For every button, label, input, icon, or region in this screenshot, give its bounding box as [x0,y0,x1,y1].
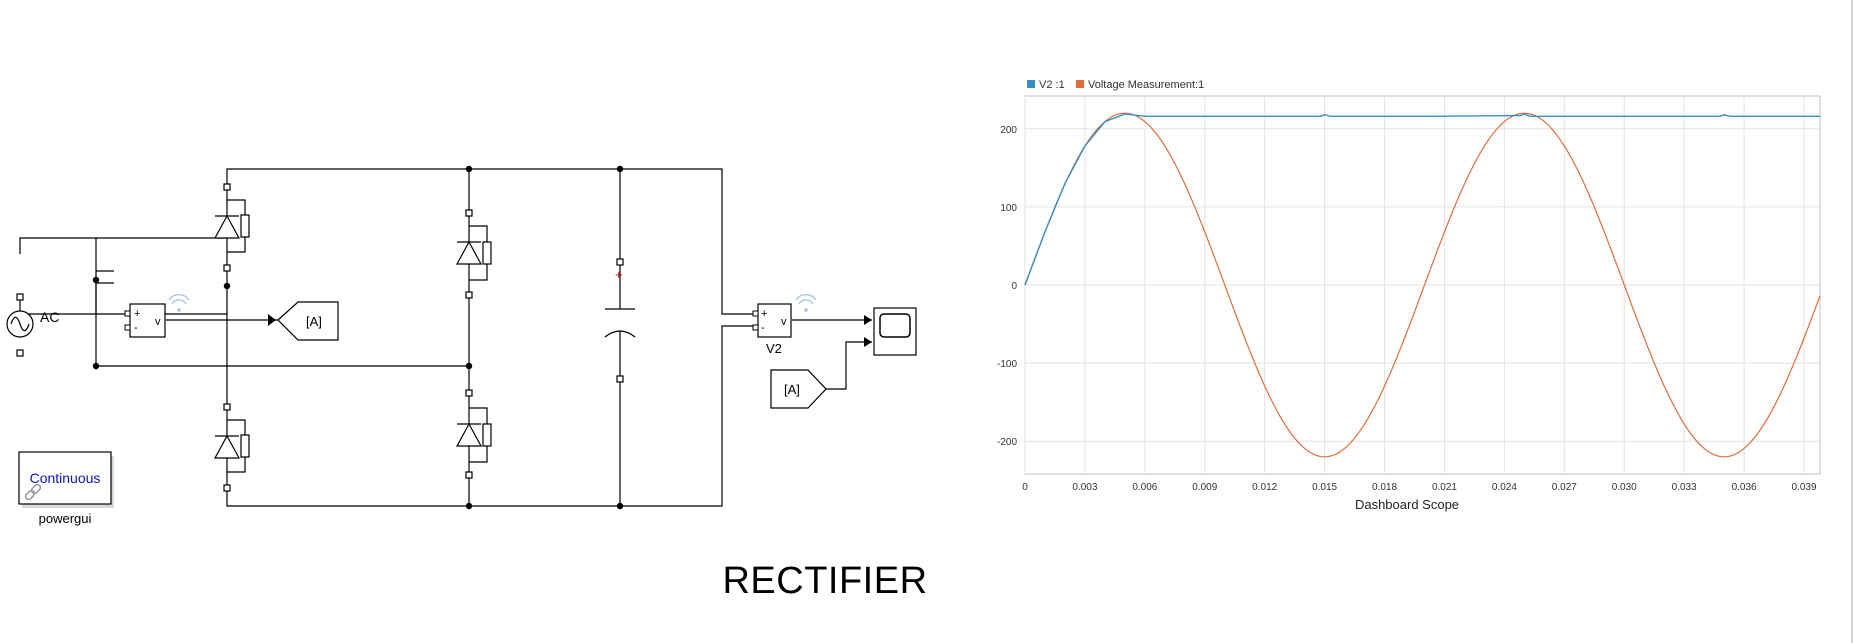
x-tick-label: 0.003 [1072,482,1097,493]
meter1-v: v [155,316,161,328]
wireless-signal-icon [168,294,190,305]
plot-series [1024,112,1821,458]
scope-block[interactable] [864,307,917,356]
x-tick-label: 0.006 [1132,482,1157,493]
diode-bottom-left[interactable] [213,403,250,492]
plot-grid [1024,96,1820,474]
diode-top-mid[interactable] [455,209,492,299]
voltage-measurement-1-block[interactable]: + - v [124,294,190,338]
y-tick-label: -200 [997,437,1017,448]
y-tick-label: 200 [1000,125,1017,136]
y-tick-label: -100 [997,359,1017,370]
x-axis-label: Dashboard Scope [1355,497,1459,512]
meter2-minus: - [761,322,765,334]
meter2-label: V2 [766,341,782,356]
goto-block[interactable]: [A] [268,301,339,341]
x-tick-label: 0.036 [1732,482,1757,493]
junction-dots [92,165,624,510]
circuit-wires [19,168,872,507]
legend: V2 :1 Voltage Measurement:1 [1027,79,1204,91]
x-tick-label: 0 [1022,482,1028,493]
diode-bottom-mid[interactable] [455,389,492,479]
x-tick-label: 0.033 [1672,482,1697,493]
series-voltage-measurement [1024,112,1821,458]
meter1-plus: + [134,308,140,320]
series-v2 [1024,113,1820,286]
powergui-mode: Continuous [30,470,101,486]
meter1-minus: - [134,322,138,334]
x-tick-label: 0.009 [1192,482,1217,493]
wireless-signal-icon [795,294,817,305]
ac-source-label: AC [40,309,59,325]
page-title: RECTIFIER [722,560,928,602]
from-tag: [A] [784,382,800,397]
goto-tag: [A] [306,314,322,329]
x-tick-label: 0.015 [1312,482,1337,493]
x-tick-label: 0.021 [1432,482,1457,493]
canvas-scrollbar-edge[interactable] [1851,0,1853,643]
powergui-label: powergui [39,511,92,526]
meter2-v: v [781,316,787,328]
y-tick-label: 100 [1000,203,1017,214]
link-icon [24,483,42,501]
legend-swatch-vm [1076,80,1084,88]
capacitor-polarity: + [615,267,623,282]
x-tick-label: 0.039 [1792,482,1817,493]
ac-source-block[interactable]: AC [6,293,59,357]
legend-label-vm: Voltage Measurement:1 [1088,79,1204,91]
legend-swatch-v2 [1027,80,1035,88]
x-tick-label: 0.027 [1552,482,1577,493]
y-tick-label: 0 [1011,281,1017,292]
powergui-block[interactable]: Continuous powergui [18,451,114,526]
legend-label-v2: V2 :1 [1039,79,1065,91]
x-tick-label: 0.024 [1492,482,1517,493]
x-tick-label: 0.012 [1252,482,1277,493]
x-tick-label: 0.018 [1372,482,1397,493]
axis-ticks: 0 0.003 0.006 0.009 0.012 0.015 0.018 0.021 0.02… [997,125,1817,493]
from-block[interactable]: [A] [770,369,827,409]
voltage-measurement-2-block[interactable]: + - v V2 [752,294,817,356]
x-tick-label: 0.030 [1612,482,1637,493]
diode-top-left[interactable] [213,183,250,272]
capacitor-block[interactable]: + [604,258,636,383]
scope-screen-icon [879,313,911,338]
meter2-plus: + [761,308,767,320]
